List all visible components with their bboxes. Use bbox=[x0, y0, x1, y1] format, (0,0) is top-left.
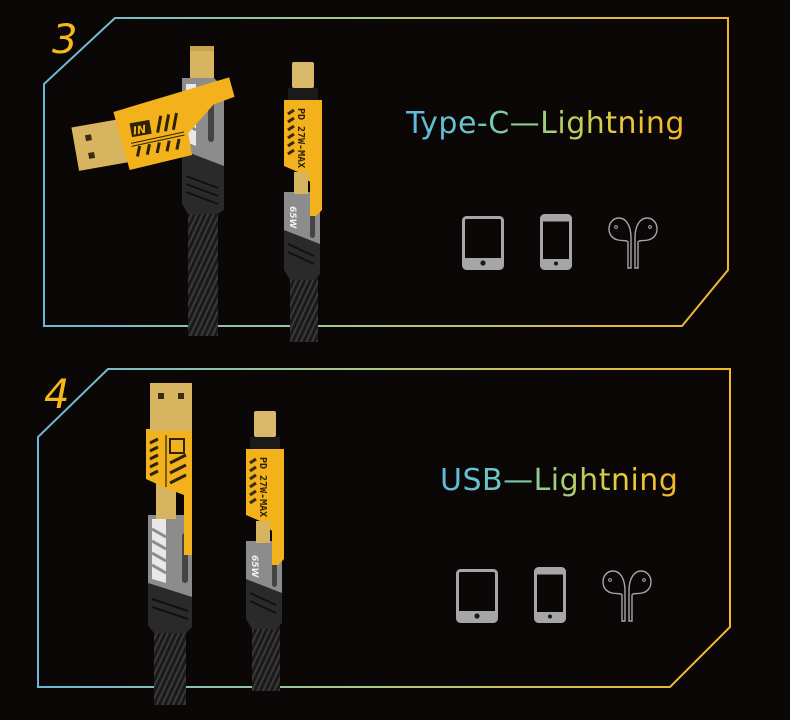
pd-label: PD 27W-MAX bbox=[257, 457, 268, 517]
usb-type-c-cable-image: IN bbox=[71, 44, 235, 336]
usb-a-cable-image bbox=[146, 383, 192, 705]
phone-icon bbox=[540, 214, 572, 270]
panel-title: Type-C—Lightning bbox=[406, 106, 685, 141]
compatible-devices bbox=[456, 567, 652, 623]
watt-label: 65W bbox=[287, 206, 297, 230]
panel-usb-lightning: 4 PD 27W-MAX 65W USB—Lightning bbox=[0, 345, 790, 720]
panel-title: USB—Lightning bbox=[440, 463, 679, 498]
panel-frame bbox=[43, 17, 729, 327]
lightning-cable-image: PD 27W-MAX 65W bbox=[244, 409, 286, 693]
tablet-icon bbox=[462, 216, 504, 270]
lightning-cable-image: PD 27W-MAX 65W bbox=[282, 60, 324, 344]
pd-label: PD 27W-MAX bbox=[295, 108, 306, 168]
earbuds-icon bbox=[602, 570, 652, 622]
tablet-icon bbox=[456, 569, 498, 623]
step-number: 4 bbox=[44, 372, 70, 418]
compatible-devices bbox=[462, 214, 658, 270]
step-number: 3 bbox=[52, 17, 78, 63]
phone-icon bbox=[534, 567, 566, 623]
watt-label: 65W bbox=[249, 555, 259, 579]
earbuds-icon bbox=[608, 217, 658, 269]
panel-frame bbox=[37, 368, 731, 688]
in-badge: IN bbox=[132, 123, 147, 138]
panel-type-c-lightning: 3 IN PD 27W-MAX 65W Type-C—Lightning bbox=[0, 0, 790, 345]
